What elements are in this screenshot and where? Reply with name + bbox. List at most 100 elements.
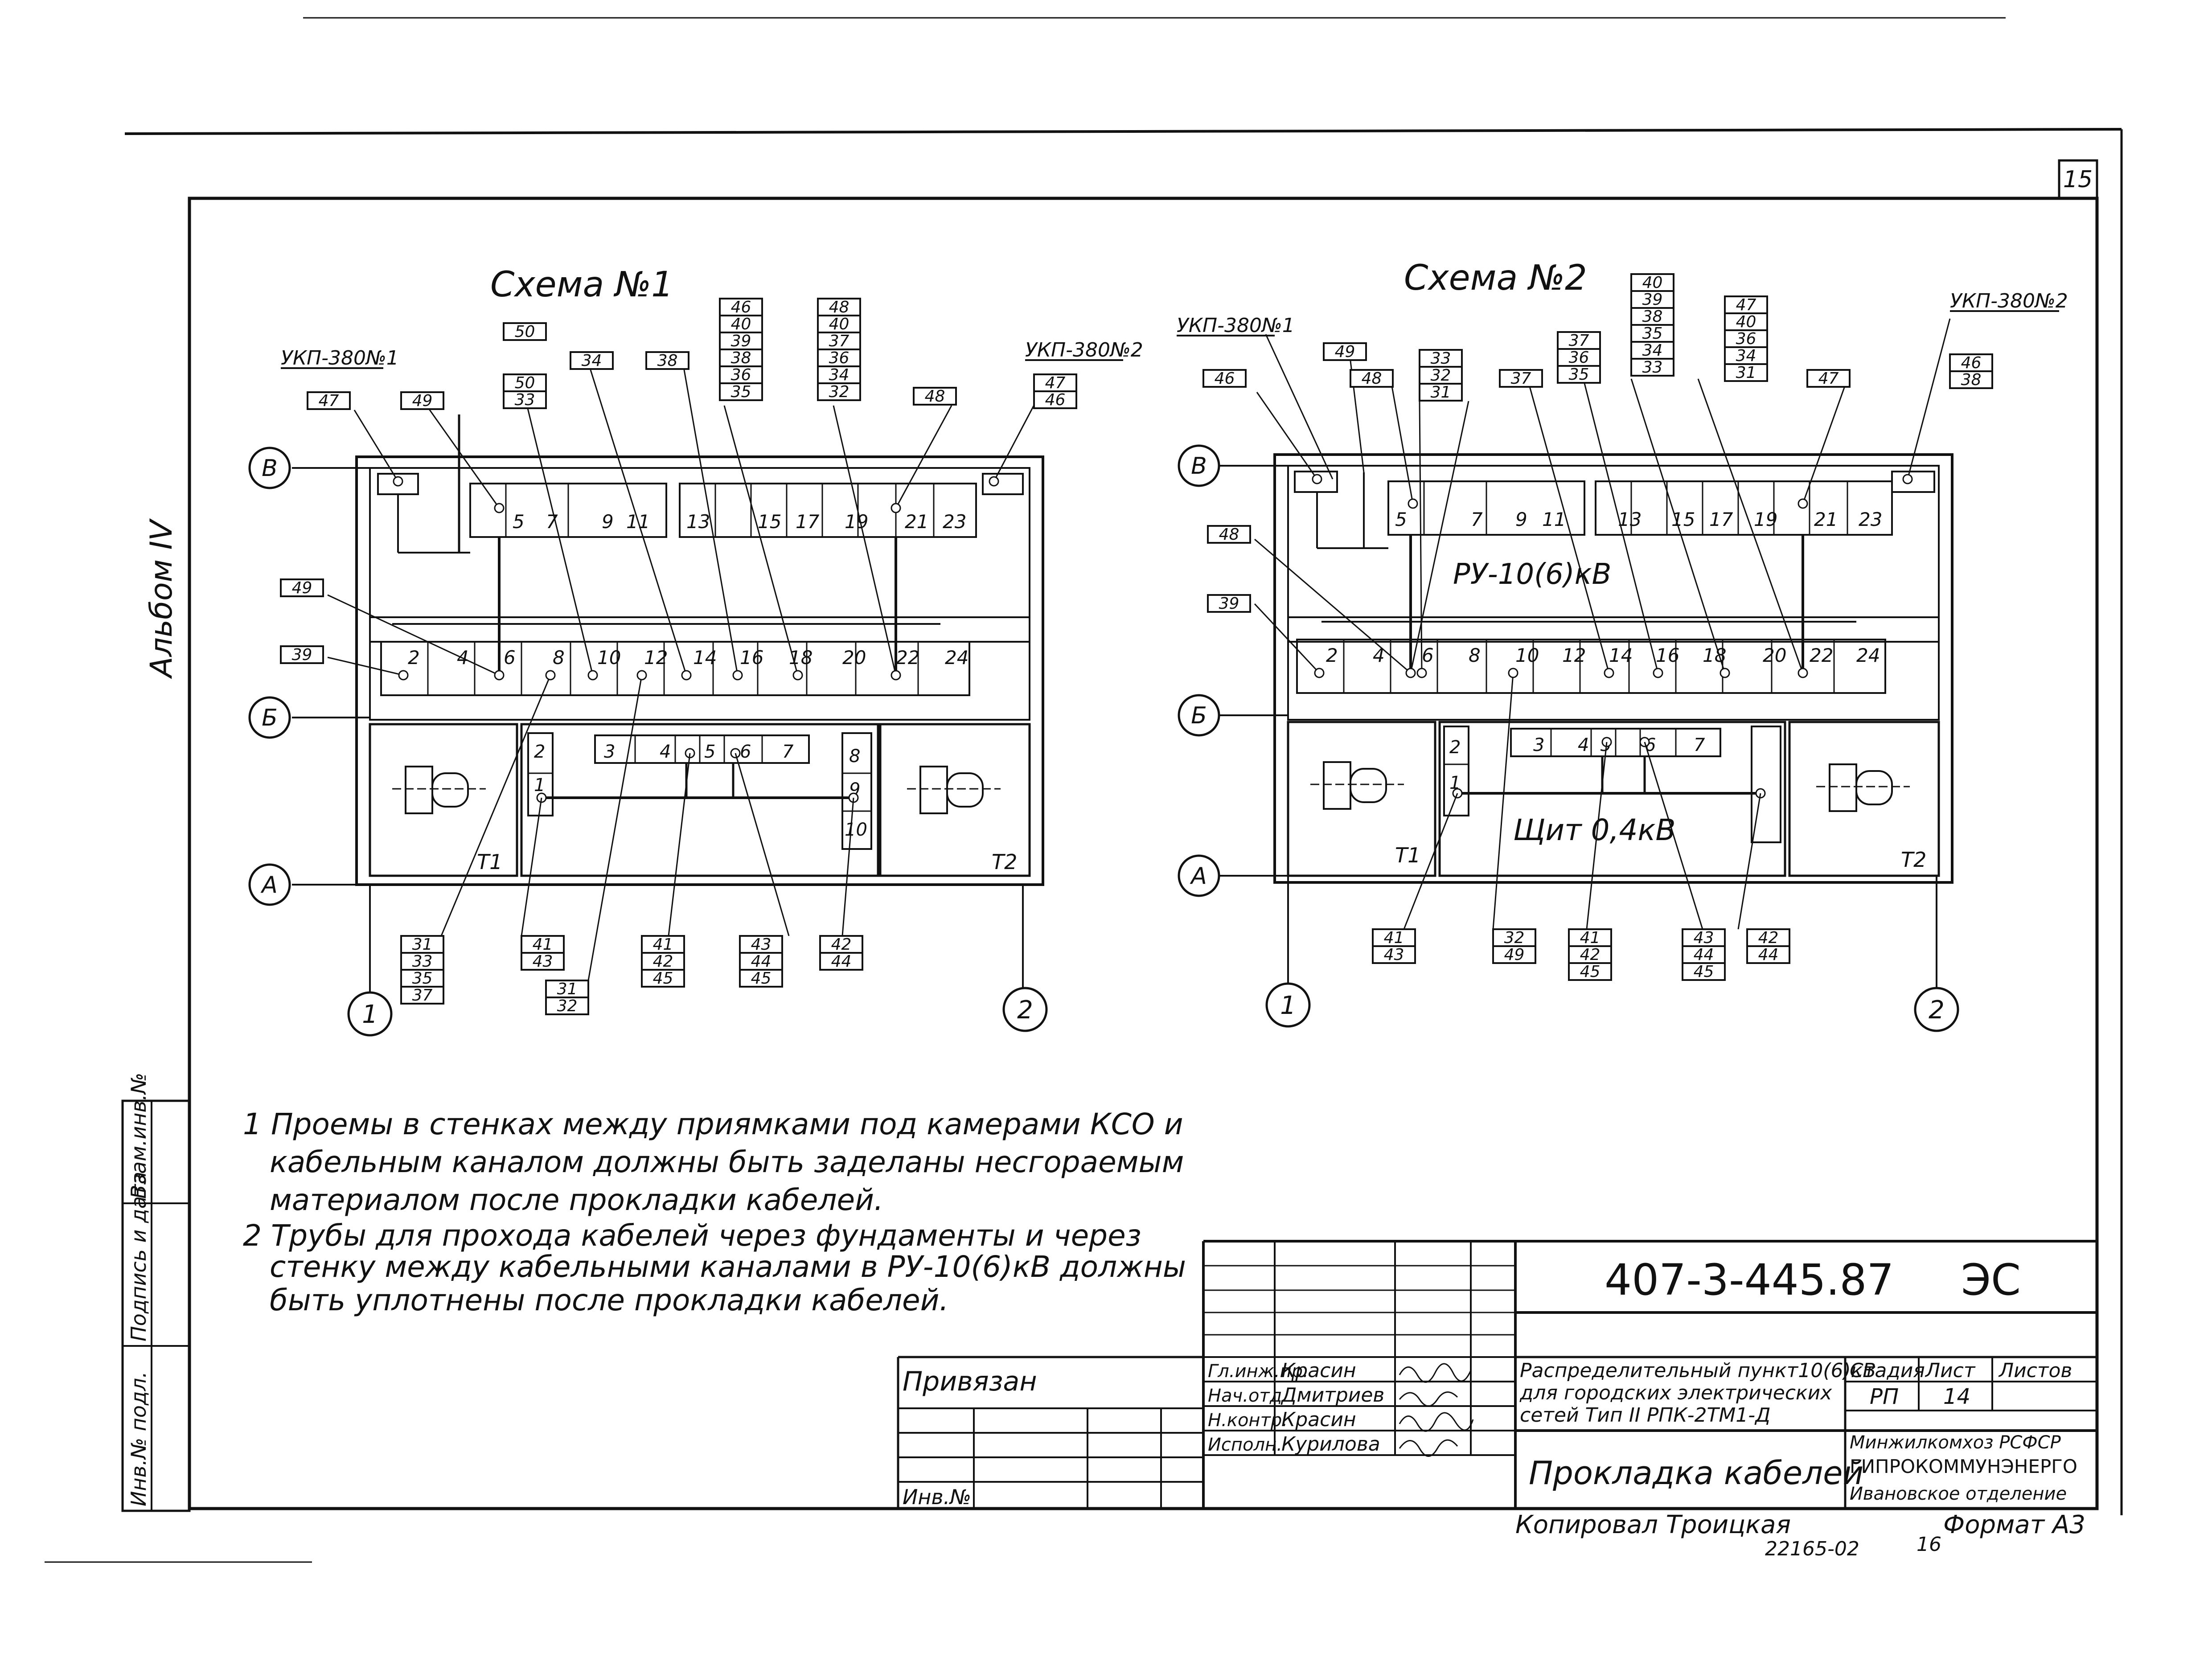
connection-dots-1	[393, 476, 999, 681]
note-line: 1 Проемы в стенках между приямками под к…	[243, 1107, 1183, 1141]
lower-cell-label: 2	[408, 647, 420, 669]
axis-label-a: А	[260, 872, 278, 898]
cable-tag-box	[503, 373, 547, 392]
cable-tag: 49	[400, 391, 444, 410]
lower-cell-label: 2	[1326, 644, 1338, 666]
note-line: стенку между кабельными каналами в РУ-10…	[270, 1250, 1186, 1284]
cable-tag-box	[570, 351, 614, 370]
transformer-t1-2: Т1	[1310, 761, 1420, 867]
cable-tag: 48	[1207, 525, 1251, 544]
side-cell-label: 10	[845, 820, 867, 840]
cable-tag-number: 34	[582, 352, 602, 370]
cable-tag-box	[739, 952, 783, 971]
cable-tag-number: 34	[1736, 347, 1756, 365]
cable-tag-box	[1724, 312, 1768, 331]
upper-cell-label: 11	[1542, 509, 1566, 530]
scheme-2-title: Схема №2	[1404, 258, 1587, 298]
cable-tag-box	[817, 349, 861, 367]
lower-cell-label: 14	[693, 647, 717, 669]
org-line: Минжилкомхоз РСФСР	[1850, 1432, 2061, 1453]
cable-tag-box	[1419, 366, 1463, 385]
ukp1-box-2	[1294, 471, 1338, 493]
lower-cell-label: 12	[644, 647, 668, 669]
sheet-value: 14	[1943, 1384, 1970, 1409]
upper-cell-label: 15	[758, 511, 781, 533]
axis-marker-v-2	[1178, 444, 1220, 487]
axis-marker-b	[248, 696, 291, 739]
cable-tag-box	[1323, 342, 1367, 361]
cable-tag-box	[1949, 353, 1993, 372]
lower-cell-label: 12	[1562, 644, 1586, 666]
cable-tag-number: 32	[1431, 366, 1451, 385]
upper-cell-label: 9	[602, 511, 614, 533]
cable-tag: 34	[570, 351, 614, 370]
upper-cell-label: 15	[1671, 509, 1695, 530]
cable-tag-number: 41	[533, 935, 553, 954]
leaders-2	[1254, 318, 1951, 930]
cable-tag-number: 40	[731, 315, 751, 333]
cable-tag-number: 40	[1736, 313, 1756, 331]
board-cell-label: 7	[782, 742, 794, 762]
cable-tag-box	[1746, 945, 1790, 964]
side-cell-label: 8	[849, 746, 860, 767]
cable-tag-number: 39	[292, 646, 312, 664]
cable-tag-box	[1492, 945, 1536, 964]
axis-marker-a	[248, 863, 291, 906]
cable-tag-box	[1372, 945, 1416, 964]
lower-cell-label: 10	[597, 647, 621, 669]
cable-tag-box	[503, 390, 547, 409]
cable-tag-number: 37	[829, 332, 850, 350]
cable-tag-box	[280, 645, 324, 664]
cable-tag-number: 41	[1580, 929, 1601, 947]
album-label: Альбом IV	[144, 518, 179, 679]
project-desc-line: для городских электрических	[1519, 1382, 1832, 1404]
lower-cell-label: 20	[1763, 644, 1786, 666]
cable-tag-number: 36	[1569, 349, 1589, 367]
upper-cell-label: 21	[1814, 509, 1838, 530]
upper-cell-label: 19	[845, 511, 868, 533]
cable-tag-number: 38	[1961, 371, 1982, 389]
axis-label-b: Б	[262, 705, 278, 731]
board-cell-label: 7	[1694, 735, 1705, 755]
upper-cell-label: 17	[796, 511, 820, 533]
cable-tag-box	[1419, 383, 1463, 402]
shield-board-2: 3 4 5 6 7 2 1	[1443, 726, 1781, 843]
cable-tag-box	[817, 332, 861, 350]
side-cell-label: 2	[1449, 737, 1461, 758]
cable-tag-number: 44	[1694, 946, 1714, 964]
board-cell-label: 4	[660, 742, 671, 762]
cable-tag-box	[641, 935, 685, 954]
transformer-t2-2: Т2	[1816, 763, 1926, 872]
cable-tag-number: 34	[1642, 341, 1663, 360]
scheme-2: Схема №2 УКП-380№1 УКП-380№2 В Б А 1 2	[1177, 258, 2068, 1032]
board-cell-label: 3	[1533, 735, 1544, 755]
ukp-left-label-2: УКП-380№1	[1177, 314, 1295, 337]
cable-tag-number: 38	[657, 352, 678, 370]
transformer-label-t1-2: Т1	[1395, 843, 1420, 867]
cable-tag-number: 49	[1504, 946, 1525, 964]
cable-tag-number: 38	[731, 349, 751, 367]
lower-cell-label: 8	[553, 647, 565, 669]
cable-tag-number: 42	[653, 952, 673, 971]
upper-cell-label: 21	[905, 511, 928, 533]
cable-tag-number: 32	[829, 383, 850, 401]
cable-tag-box	[545, 997, 589, 1015]
lower-cell-label: 22	[896, 647, 919, 669]
cable-tag-number: 49	[1335, 343, 1355, 361]
upper-cell-label: 7	[1471, 509, 1483, 530]
cable-tag: 47	[307, 391, 351, 410]
lower-cell-label: 18	[1703, 644, 1726, 666]
cable-tag-number: 47	[1818, 369, 1839, 388]
cable-tag-number: 48	[1219, 525, 1239, 544]
sheet-title: Прокладка кабелей	[1529, 1454, 1863, 1492]
cable-tag-box	[1207, 594, 1251, 613]
cable-tag-number: 40	[829, 315, 850, 333]
cable-tag: 47	[1806, 369, 1851, 388]
footer: Копировал Троицкая Формат А3 22165-02 16	[1515, 1510, 2085, 1560]
